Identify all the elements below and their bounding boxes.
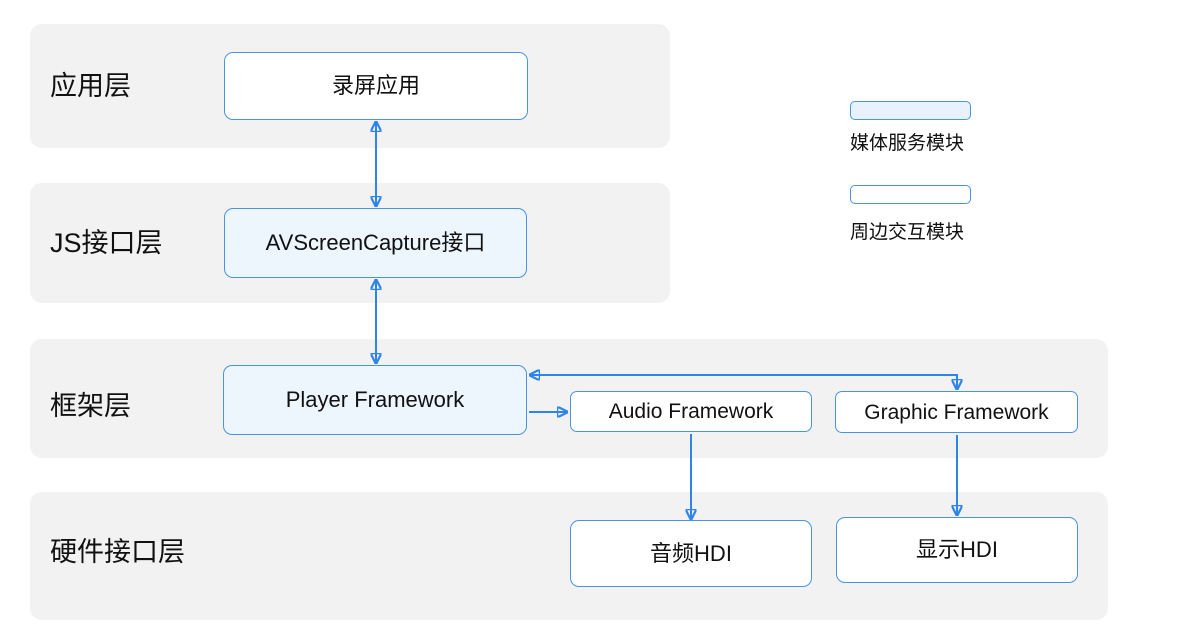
node-graphic-framework: Graphic Framework [835,391,1078,433]
legend-swatch-media-service [850,101,971,120]
layer-label-hardware-interface: 硬件接口层 [50,537,185,567]
node-display-hdi: 显示HDI [836,517,1078,583]
layer-label-application: 应用层 [50,71,131,101]
node-player-framework: Player Framework [223,365,527,435]
legend-swatch-peripheral-interaction [850,185,971,204]
node-audio-hdi: 音频HDI [570,520,812,587]
node-audio-framework: Audio Framework [570,391,812,432]
node-screen-recording-app: 录屏应用 [224,52,528,120]
legend-label-media-service: 媒体服务模块 [850,133,965,154]
layer-label-framework: 框架层 [50,391,131,421]
layer-label-js-interface: JS接口层 [50,228,163,258]
legend-label-peripheral-interaction: 周边交互模块 [850,222,965,243]
node-avscreencapture-api: AVScreenCapture接口 [224,208,527,278]
